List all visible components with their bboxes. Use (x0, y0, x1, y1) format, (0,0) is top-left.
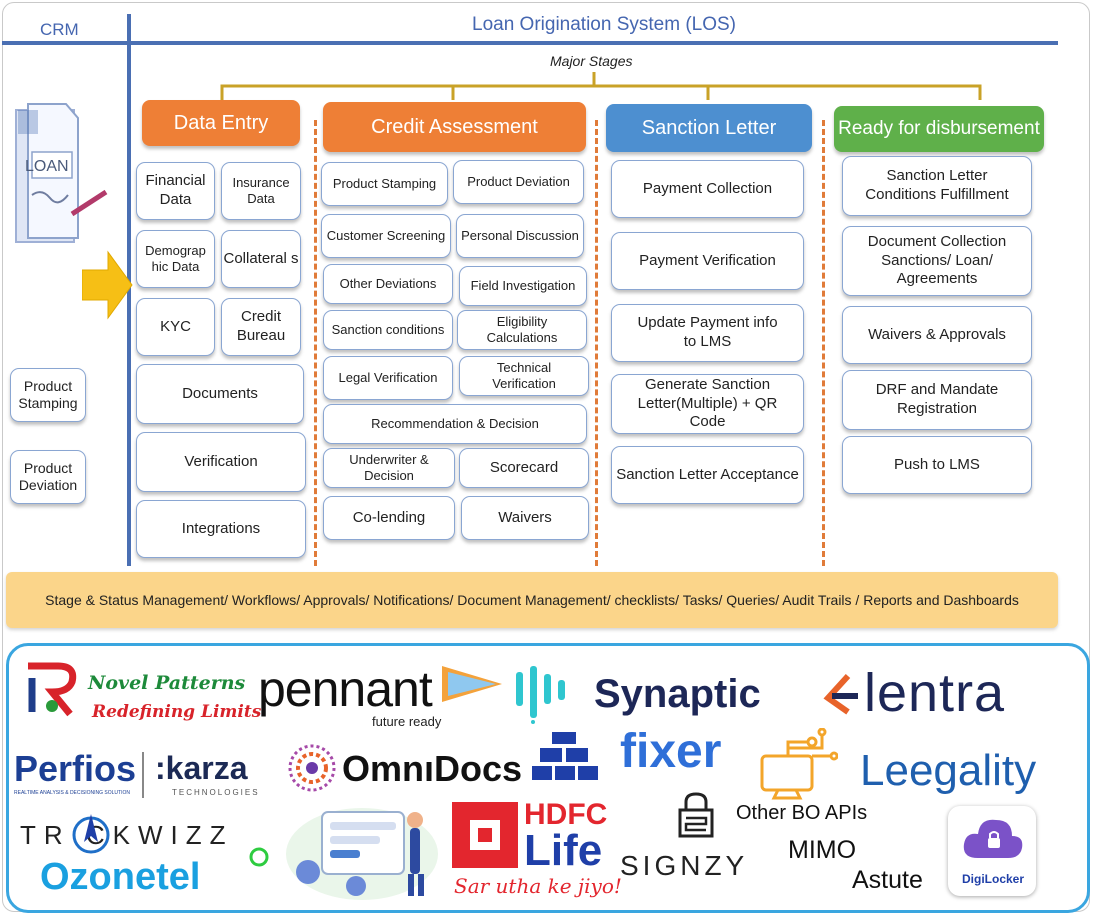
stage-credit-assessment: Credit Assessment (323, 102, 586, 152)
ca-field-investigation: Field Investigation (459, 266, 587, 306)
separator-2 (595, 120, 598, 566)
ca-sanction-conditions: Sanction conditions (323, 310, 453, 350)
sl-update-payment-info: Update Payment info to LMS (611, 304, 804, 362)
ca-recommendation-decision: Recommendation & Decision (323, 404, 587, 444)
omnidocs-mark-icon (288, 744, 336, 792)
ca-scorecard: Scorecard (459, 448, 589, 488)
crm-product-deviation: Product Deviation (10, 450, 86, 504)
stage-data-entry: Data Entry (142, 100, 300, 146)
leegality-logo: Leegality (860, 746, 1037, 795)
logo-divider (142, 752, 144, 798)
novel-patterns-logo-icon (28, 662, 77, 717)
ca-personal-discussion: Personal Discussion (456, 214, 584, 258)
de-financial-data: Financial Data (136, 162, 215, 220)
fixer-logo: fixer (620, 725, 722, 778)
trackwizz-compass-icon (72, 814, 110, 854)
platform-capabilities-bar: Stage & Status Management/ Workflows/ Ap… (6, 572, 1058, 628)
synaptic-logo: Synaptic (594, 672, 761, 716)
lentra-mark-icon (823, 673, 858, 715)
omnidocs-logo: OmnıDocs (342, 748, 523, 789)
stage-ready-for-disbursement: Ready for disbursement (834, 106, 1044, 152)
de-credit-bureau: Credit Bureau (221, 298, 301, 356)
crm-label: CRM (40, 20, 79, 39)
workflow-illustration-icon (286, 808, 438, 900)
de-documents: Documents (136, 364, 304, 424)
digilocker-cloud-icon (963, 819, 1023, 858)
perfios-logo: Perfios (14, 748, 137, 789)
de-integrations: Integrations (136, 500, 306, 558)
de-verification: Verification (136, 432, 306, 492)
digilocker-label: DigiLocker (962, 872, 1025, 886)
de-insurance-data: Insurance Data (221, 162, 301, 220)
ca-legal-verification: Legal Verification (323, 356, 453, 400)
ca-other-deviations: Other Deviations (323, 264, 453, 304)
hdfc-text: HDFC (524, 798, 608, 831)
gold-bars-icon (532, 732, 598, 780)
ca-underwriter-decision: Underwriter & Decision (323, 448, 455, 488)
novel-tagline: Redefining Limits (92, 702, 262, 722)
crm-product-stamping: Product Stamping (10, 368, 86, 422)
loan-label: LOAN (25, 158, 69, 175)
de-collaterals: Collateral s (221, 230, 301, 288)
stage-bracket (220, 72, 982, 100)
hdfc-square-icon (452, 802, 518, 868)
sl-payment-collection: Payment Collection (611, 160, 804, 218)
ca-product-stamping: Product Stamping (321, 162, 448, 206)
de-demographic-data: Demograp hic Data (136, 230, 215, 288)
hdfc-life-text: Life (524, 826, 603, 875)
major-stages-label: Major Stages (550, 53, 633, 69)
synaptic-bars-icon (516, 666, 565, 724)
pennant-logo: pennant (258, 661, 433, 717)
karza-logo: :karza (155, 750, 248, 786)
sl-payment-verification: Payment Verification (611, 232, 804, 290)
ca-technical-verification: Technical Verification (459, 356, 589, 396)
trackwizz-logo: TR CKWIZZ (20, 820, 234, 850)
rd-drf-mandate: DRF and Mandate Registration (842, 370, 1032, 430)
lentra-logo: lentra (864, 663, 1006, 723)
pennant-tagline: future ready (372, 714, 442, 729)
ca-eligibility-calculations: Eligibility Calculations (457, 310, 587, 350)
ca-waivers: Waivers (461, 496, 589, 540)
signzy-lock-icon (678, 792, 714, 838)
hdfc-tagline: Sar utha ke jiyo! (454, 874, 622, 898)
novel-patterns-text: Novel Patterns (88, 672, 246, 694)
other-bo-apis: Other BO APIs (736, 802, 868, 824)
rd-conditions-fulfillment: Sanction Letter Conditions Fulfillment (842, 156, 1032, 216)
de-kyc: KYC (136, 298, 215, 356)
astute-logo: Astute (852, 866, 923, 894)
ca-co-lending: Co-lending (323, 496, 455, 540)
separator-3 (822, 120, 825, 566)
network-computer-icon (760, 728, 838, 800)
separator-1 (314, 120, 317, 566)
rd-waivers-approvals: Waivers & Approvals (842, 306, 1032, 364)
crm-divider (127, 14, 131, 566)
loan-document-icon (15, 103, 108, 243)
ca-customer-screening: Customer Screening (321, 214, 451, 258)
los-title: Loan Origination System (LOS) (472, 14, 737, 35)
karza-tagline: TECHNOLOGIES (172, 788, 260, 797)
ca-product-deviation: Product Deviation (453, 160, 584, 204)
signzy-logo: SIGNZY (620, 850, 749, 881)
stage-sanction-letter: Sanction Letter (606, 104, 812, 152)
pennant-flag-icon (442, 666, 502, 702)
rd-push-to-lms: Push to LMS (842, 436, 1032, 494)
partner-logos-panel (6, 643, 1090, 913)
mimo-logo: MIMO (788, 836, 857, 864)
ozonetel-logo: Ozonetel (40, 856, 201, 898)
sl-sanction-letter-acceptance: Sanction Letter Acceptance (611, 446, 804, 504)
ozonetel-dot-icon (249, 847, 269, 867)
arrow-right-icon (82, 250, 133, 320)
perfios-tagline: REALTIME ANALYSIS & DECISIONING SOLUTION (14, 790, 130, 796)
rd-document-collection: Document Collection Sanctions/ Loan/ Agr… (842, 226, 1032, 296)
header-rule (2, 41, 1058, 45)
sl-generate-sanction-letter: Generate Sanction Letter(Multiple) + QR … (611, 374, 804, 434)
